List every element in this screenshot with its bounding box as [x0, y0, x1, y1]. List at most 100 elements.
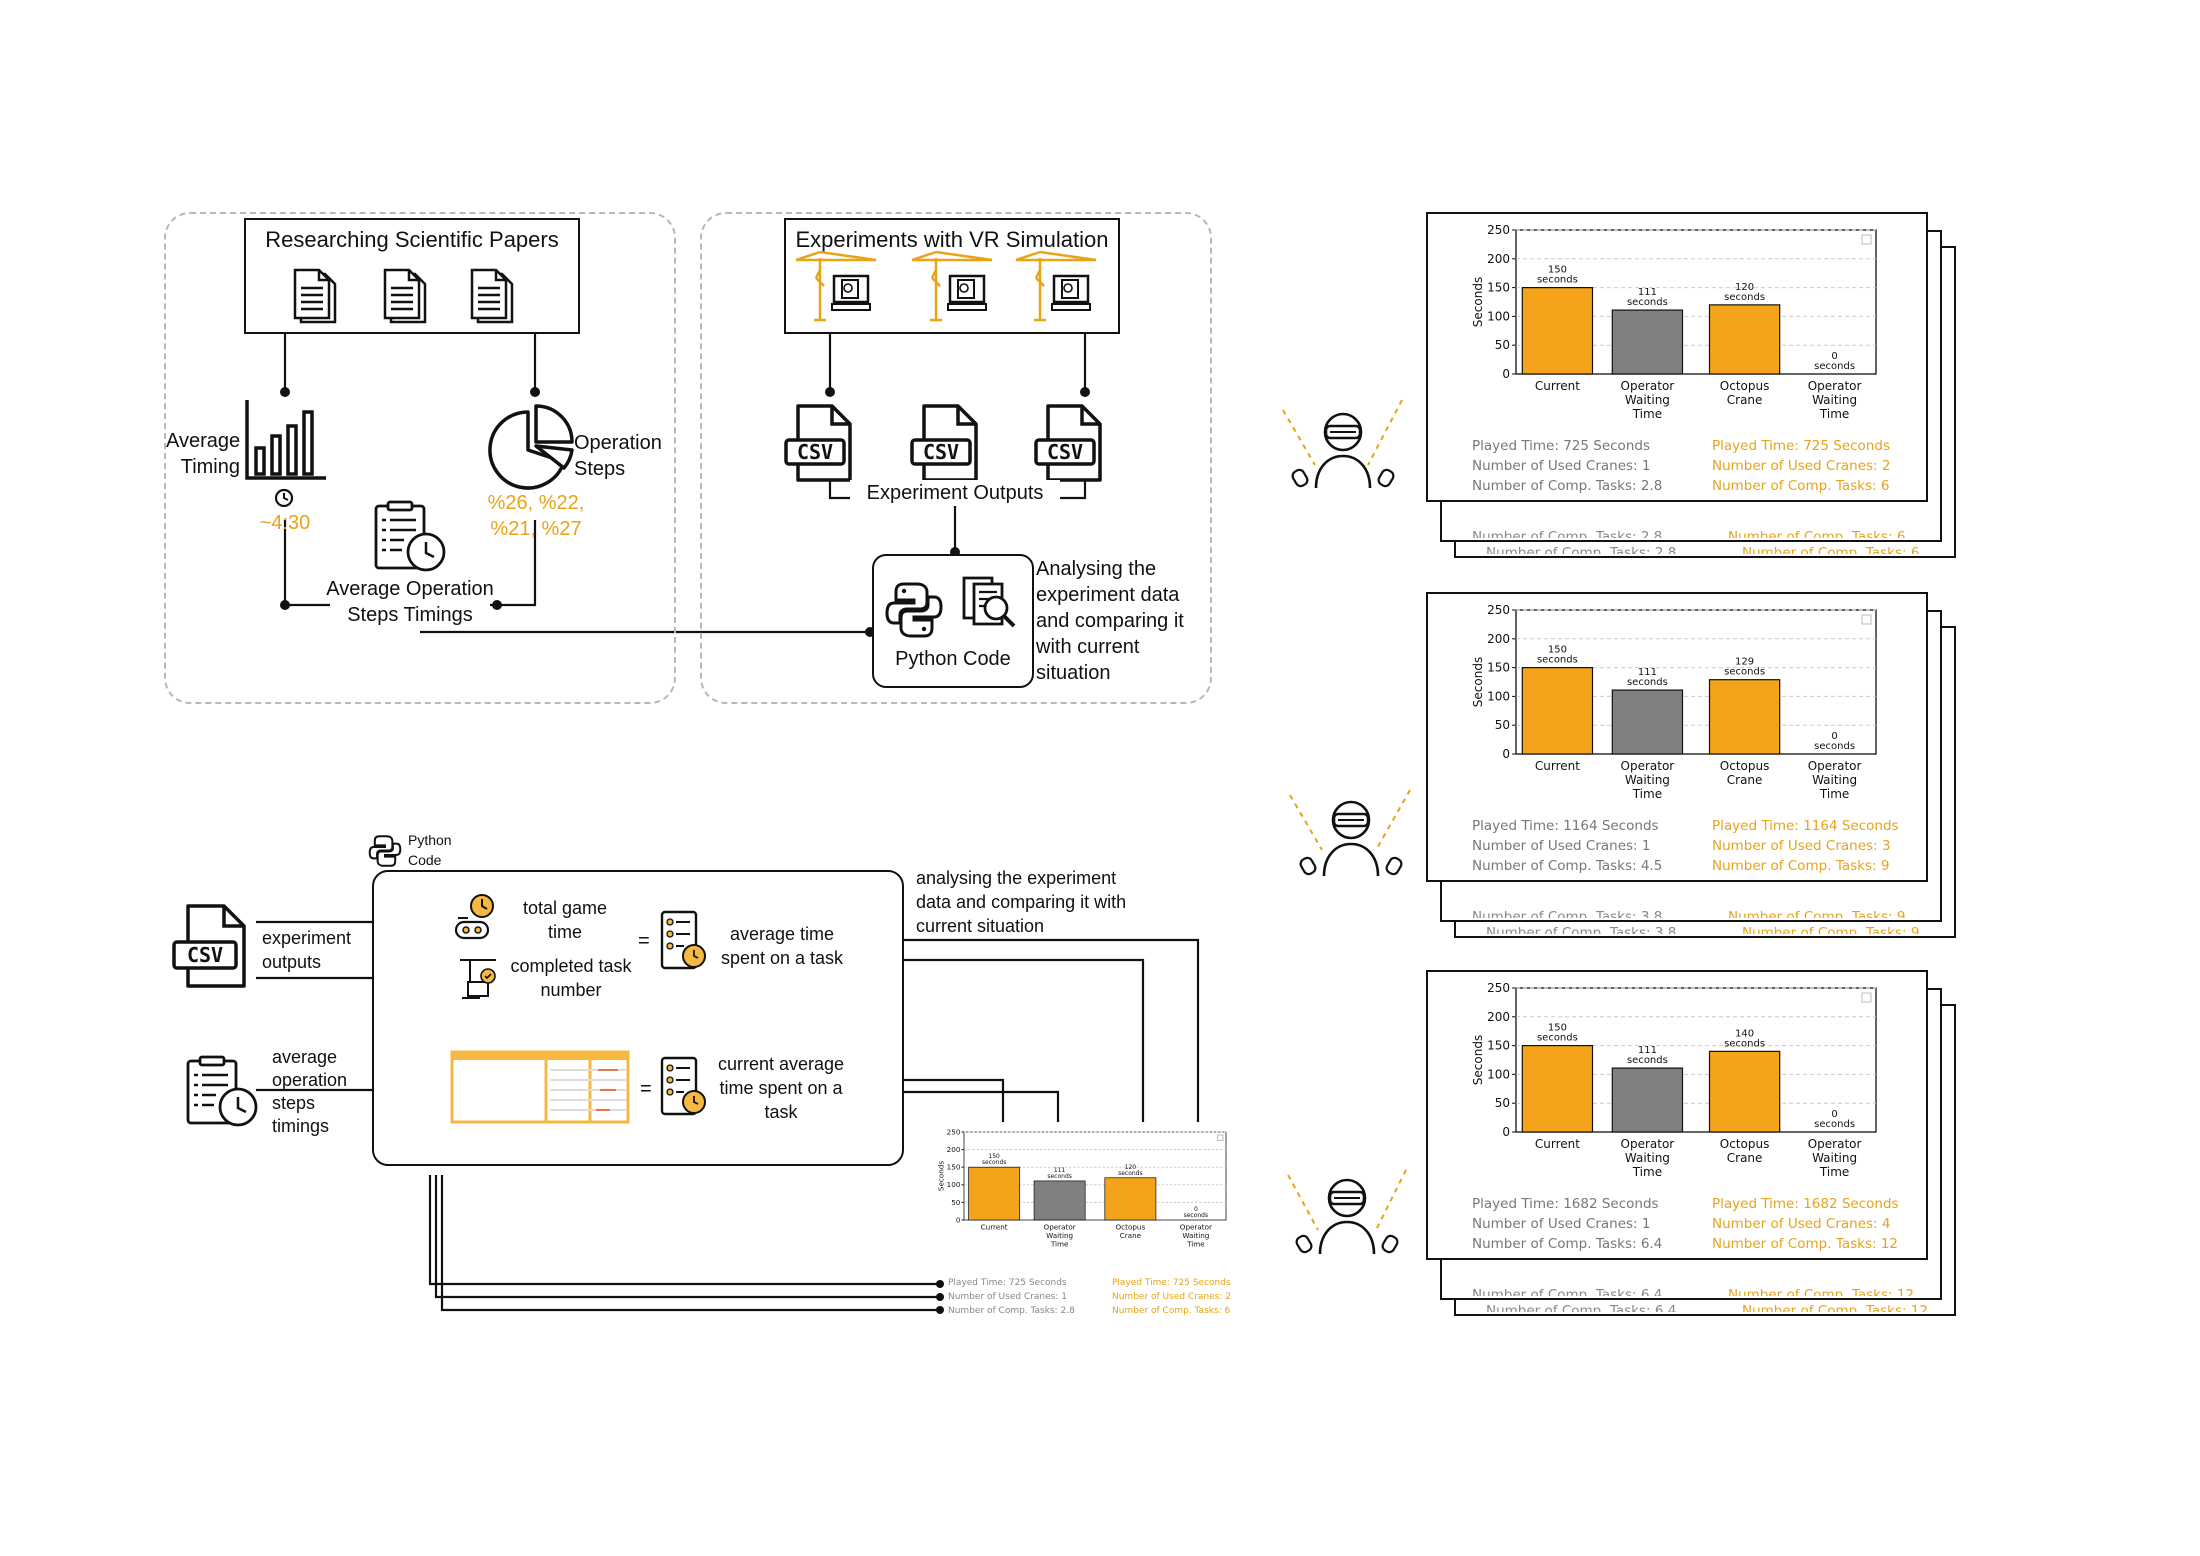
- operation-steps-value: %26, %22, %21, %27: [487, 492, 585, 540]
- bar-unit-label: seconds: [1184, 1212, 1209, 1219]
- equals-sign: =: [638, 930, 650, 952]
- x-tick-label: Time: [1819, 1165, 1849, 1179]
- csv-file-icon: CSV: [1034, 404, 1110, 484]
- bar-unit-label: seconds: [1118, 1170, 1143, 1177]
- x-tick-label: Crane: [1727, 1151, 1763, 1165]
- vr-user-icon: [1295, 1178, 1399, 1255]
- research-panel: [164, 212, 676, 704]
- y-tick-label: 50: [951, 1198, 961, 1207]
- x-tick-label: Crane: [1120, 1231, 1142, 1240]
- y-tick-label: 150: [1487, 281, 1510, 295]
- stacked-info-right: Number of Comp. Tasks: 12: [1742, 1303, 1929, 1312]
- legend-box: [1861, 992, 1872, 1003]
- bar-unit-label: seconds: [1047, 1173, 1072, 1180]
- bar-chart: 050100150200250Seconds150secondsCurrent1…: [1471, 981, 1877, 1179]
- bar-chart: 050100150200250Seconds150secondsCurrent1…: [937, 1127, 1227, 1248]
- y-axis-label: Seconds: [1471, 657, 1485, 707]
- bar-unit-label: seconds: [1537, 275, 1578, 286]
- x-tick-label: Waiting: [1182, 1231, 1209, 1240]
- bar-unit-label: seconds: [1814, 1119, 1855, 1130]
- y-axis-label: Seconds: [937, 1161, 946, 1191]
- x-tick-label: Time: [1632, 407, 1662, 421]
- y-tick-label: 100: [947, 1180, 961, 1189]
- y-tick-label: 250: [947, 1127, 961, 1136]
- x-tick-label: Operator: [1621, 759, 1675, 773]
- current-avg-label: current average time spent on a task: [710, 1052, 852, 1124]
- bar-value-label: 140: [1735, 1028, 1754, 1039]
- y-tick-label: 200: [1487, 632, 1510, 646]
- bar: [1521, 1044, 1594, 1133]
- bar-unit-label: seconds: [1814, 361, 1855, 372]
- operation-steps-label: Operation Steps: [574, 432, 662, 480]
- bar: [1708, 304, 1781, 375]
- vr-title: Experiments with VR Simulation: [795, 227, 1109, 252]
- x-tick-label: Operator: [1808, 1137, 1862, 1151]
- csv-label: CSV: [922, 440, 960, 464]
- x-tick-label: Waiting: [1812, 393, 1857, 407]
- bar-value-label: 150: [1548, 645, 1567, 656]
- python-code-box: Python Code: [872, 554, 1034, 688]
- avg-timing-value: ~4:30: [259, 512, 311, 534]
- checklist-clock-icon: [660, 910, 706, 970]
- x-tick-label: Current: [1535, 379, 1580, 393]
- bar-chart: 050100150200250Seconds150secondsCurrent1…: [1471, 603, 1877, 801]
- y-tick-label: 150: [947, 1163, 961, 1172]
- document-icon: [470, 268, 514, 324]
- crane-task-icon: [460, 959, 496, 999]
- bar-value-label: 150: [988, 1153, 1000, 1160]
- experiment-outputs-label: experiment outputs: [262, 928, 352, 972]
- bar: [1521, 666, 1594, 755]
- total-game-time-label: total game time: [522, 898, 608, 942]
- y-tick-label: 50: [1495, 338, 1510, 352]
- bar: [1104, 1177, 1157, 1221]
- analysing-label: Analysing the experiment data and compar…: [1036, 558, 1184, 684]
- bottom-analysing-label: analysing the experiment data and compar…: [916, 868, 1127, 936]
- x-tick-label: Octopus: [1720, 379, 1770, 393]
- x-tick-label: Octopus: [1720, 759, 1770, 773]
- csv-label: CSV: [796, 440, 834, 464]
- y-tick-label: 250: [1487, 603, 1510, 617]
- y-tick-label: 0: [956, 1215, 961, 1224]
- y-tick-label: 0: [1502, 747, 1510, 761]
- csv-file-icon: CSV: [172, 904, 252, 990]
- legend-box: [1861, 234, 1872, 245]
- python-code-small-label: Python Code: [408, 832, 452, 868]
- x-tick-label: Waiting: [1812, 1151, 1857, 1165]
- x-tick-label: Waiting: [1625, 393, 1670, 407]
- bar-value-label: 0: [1194, 1206, 1198, 1213]
- stacked-info-left: Number of Comp. Tasks: 3.8: [1472, 909, 1663, 918]
- bar-value-label: 129: [1735, 657, 1754, 668]
- clipboard-clock-icon: [186, 1055, 258, 1127]
- bar-unit-label: seconds: [1724, 1038, 1765, 1049]
- bar-chart-icon: [245, 400, 326, 480]
- document-icon: [383, 268, 427, 324]
- bar: [1708, 1050, 1781, 1133]
- x-tick-label: Time: [1819, 787, 1849, 801]
- y-tick-label: 200: [1487, 1010, 1510, 1024]
- x-tick-label: Crane: [1727, 393, 1763, 407]
- x-tick-label: Time: [1632, 787, 1662, 801]
- game-timer-icon: [454, 894, 494, 940]
- x-tick-label: Octopus: [1116, 1223, 1146, 1232]
- y-tick-label: 50: [1495, 718, 1510, 732]
- stacked-info-left: Number of Comp. Tasks: 6.4: [1472, 1287, 1663, 1296]
- bar-unit-label: seconds: [1537, 1033, 1578, 1044]
- y-axis-label: Seconds: [1471, 1035, 1485, 1085]
- stacked-info-left: Number of Comp. Tasks: 3.8: [1486, 925, 1677, 934]
- stacked-info-left: Number of Comp. Tasks: 2.8: [1486, 545, 1677, 554]
- stacked-info-right: Number of Comp. Tasks: 6: [1742, 545, 1920, 554]
- bar: [1611, 689, 1684, 755]
- stacked-info-left: Number of Comp. Tasks: 6.4: [1486, 1303, 1677, 1312]
- y-tick-label: 150: [1487, 661, 1510, 675]
- stacked-info-right: Number of Comp. Tasks: 9: [1728, 909, 1906, 918]
- bar-unit-label: seconds: [982, 1159, 1007, 1166]
- spreadsheet-icon: [450, 1050, 630, 1124]
- x-tick-label: Operator: [1621, 379, 1675, 393]
